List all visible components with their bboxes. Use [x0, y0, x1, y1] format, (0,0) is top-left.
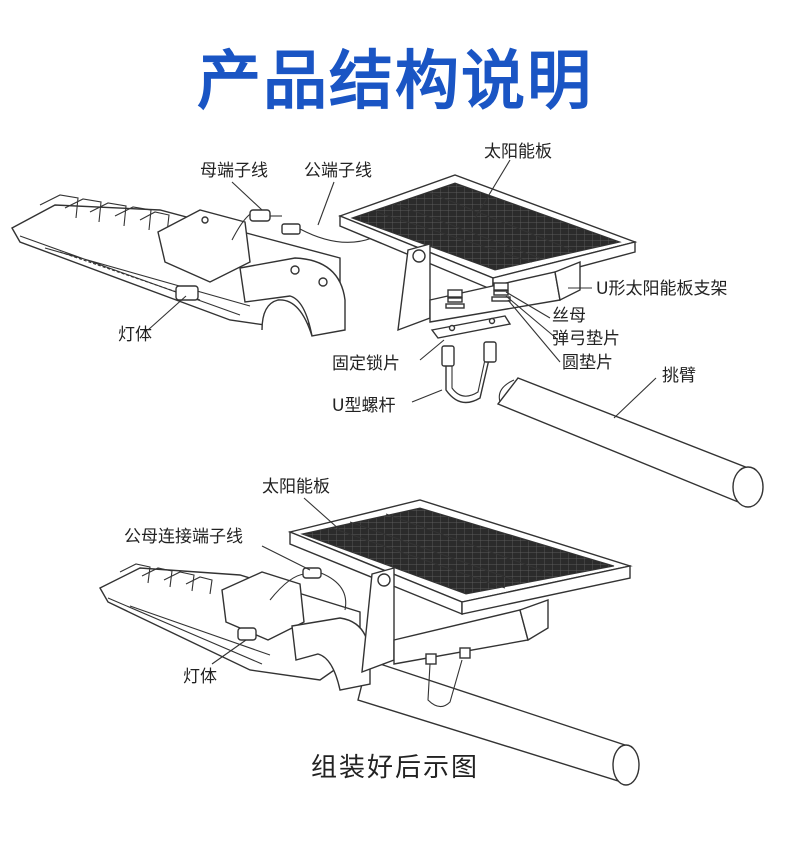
label-lamp-body-bottom: 灯体	[183, 667, 217, 687]
connector-wire-assembled	[269, 567, 347, 611]
label-solar-panel-bottom: 太阳能板	[262, 477, 330, 497]
lamp-body-assembled	[99, 563, 371, 691]
nuts-washers	[445, 282, 511, 309]
label-u-bracket: U形太阳能板支架	[596, 279, 727, 299]
label-nut: 丝母	[552, 306, 586, 326]
u-bolt	[441, 341, 497, 404]
label-female-wire: 母端子线	[200, 161, 268, 181]
leader-lines-top	[147, 159, 657, 419]
leader-lines-bottom	[211, 497, 341, 665]
label-solar-panel-top: 太阳能板	[484, 142, 552, 162]
arm-pipe	[496, 377, 764, 508]
label-male-wire: 公端子线	[304, 161, 372, 181]
label-connector-wire: 公母连接端子线	[124, 527, 243, 547]
label-round-washer: 圆垫片	[562, 353, 613, 373]
solar-panel-exploded	[338, 174, 638, 292]
u-bracket-assembled	[361, 567, 549, 708]
arm-pipe-assembled	[357, 659, 640, 786]
label-u-bolt: U型螺杆	[332, 396, 395, 416]
connector-wires-exploded	[231, 209, 373, 243]
lamp-body-exploded	[11, 194, 346, 337]
lock-plate	[430, 315, 512, 339]
solar-panel-assembled	[287, 499, 633, 616]
label-lock-plate: 固定锁片	[332, 354, 400, 374]
label-lamp-body-top: 灯体	[118, 325, 152, 345]
label-arm: 挑臂	[662, 366, 696, 386]
page-title: 产品结构说明	[197, 45, 593, 119]
label-spring-washer: 弹弓垫片	[552, 329, 620, 349]
caption-assembled: 组装好后示图	[311, 753, 479, 783]
